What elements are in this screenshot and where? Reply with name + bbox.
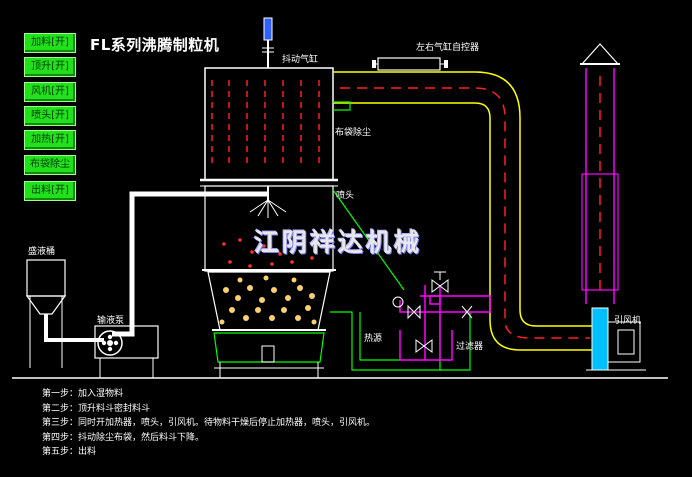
nozzle-button[interactable]: 喷头[开] — [24, 106, 76, 126]
pump — [94, 325, 159, 378]
label-cylinder-controller: 左右气缸自控器 — [416, 43, 480, 53]
label-filter: 过滤器 — [456, 342, 484, 352]
cylinder-controller — [372, 57, 448, 71]
step-2: 第二步：顶升料斗密封料斗 — [42, 403, 151, 414]
liquid-pipe — [44, 314, 104, 342]
exhaust-flow — [340, 87, 590, 339]
discharge-button[interactable]: 出料[开] — [24, 181, 76, 201]
heat-source — [399, 285, 491, 361]
label-nozzle: 喷头 — [336, 191, 355, 201]
lift-button[interactable]: 顶升[开] — [24, 57, 76, 77]
label-pump: 输液泵 — [97, 316, 125, 326]
step-4: 第四步：抖动除尘布袋，然后料斗下降。 — [42, 432, 205, 443]
label-shaking-cylinder: 抖动气缸 — [282, 55, 319, 65]
step-3: 第三步：同时开加热器，喷头，引风机。待物料干燥后停止加热器，喷头，引风机。 — [42, 418, 376, 428]
main-tower — [200, 67, 338, 378]
spray-drops — [222, 236, 318, 268]
step-1: 第一步：加入湿物料 — [42, 389, 124, 399]
fan-button[interactable]: 风机[开] — [24, 82, 76, 102]
label-fan: 引风机 — [614, 316, 642, 326]
step-list: 第一步：加入湿物料 第二步：顶升料斗密封料斗 第三步：同时开加热器，喷头，引风机… — [42, 387, 375, 460]
liquid-tank — [25, 259, 67, 368]
spray-nozzle — [249, 199, 287, 218]
shaking-cylinder — [262, 17, 274, 68]
watermark: 江阴祥达机械 — [254, 228, 423, 257]
label-heat-source: 热源 — [364, 334, 383, 344]
spray-pipe — [112, 191, 268, 337]
chimney — [580, 43, 620, 304]
heat-button[interactable]: 加热[开] — [24, 130, 76, 150]
fan — [586, 307, 646, 371]
bag-filter-lines — [211, 80, 320, 166]
diagram-title: FL系列沸腾制粒机 — [90, 36, 220, 54]
step-5: 第五步：出料 — [42, 447, 97, 457]
feed-button[interactable]: 加料[开] — [24, 33, 76, 53]
valves — [392, 271, 473, 353]
bag-filter-button[interactable]: 布袋除尘 — [24, 155, 76, 175]
particles — [219, 275, 317, 325]
label-liquid-tank: 盛液桶 — [28, 247, 56, 257]
exhaust-duct — [333, 71, 594, 351]
label-bag-filter: 布袋除尘 — [335, 128, 372, 138]
